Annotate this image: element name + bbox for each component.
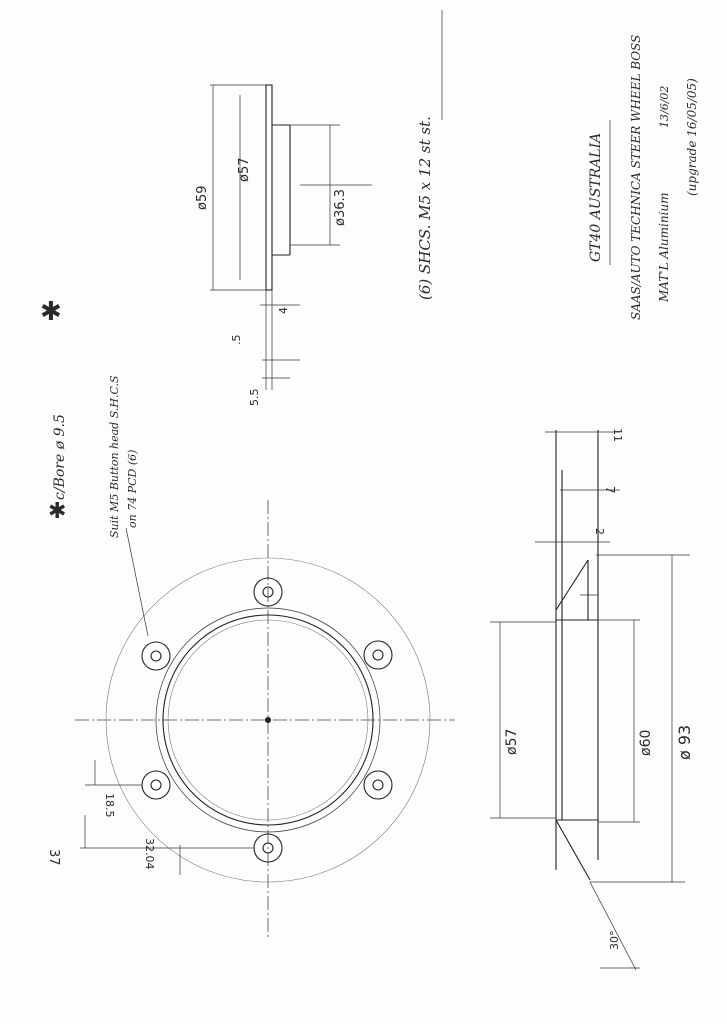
material-note: MAT'L Aluminium [657, 192, 671, 303]
title-line-2: SAAS/AUTO TECHNICA STEER WHEEL BOSS [629, 35, 643, 320]
outer-flange-circle [105, 557, 431, 883]
dim-d57: ø57 [237, 158, 252, 183]
bolt-hole [253, 577, 283, 607]
upgrade-note: (upgrade 16/05/05) [685, 78, 699, 196]
bore-circle-outer [155, 607, 381, 833]
star-marker: ✱ [48, 499, 66, 524]
callout-leader [125, 527, 149, 637]
bolt-hole [141, 770, 171, 800]
bore-circle-inner [162, 614, 374, 826]
dim-11: 11 [611, 428, 624, 442]
dim-32-04: 32.04 [143, 838, 156, 870]
dim-side-d93: ø 93 [675, 725, 694, 760]
dim-0-5: .5 [230, 335, 243, 346]
dim-18-5: 18.5 [103, 793, 116, 818]
screws-note: (6) SHCS. M5 x 12 st st. [416, 116, 434, 300]
side-section-view: 11 7 2 ø57 ø60 ø 93 30° [490, 428, 694, 971]
dim-7: 7 [603, 486, 617, 494]
dim-side-d57: ø57 [504, 729, 520, 755]
plate-section [265, 84, 273, 291]
suit-note-2: on 74 PCD (6) [126, 450, 139, 528]
dim-side-d60: ø60 [638, 730, 654, 756]
cbore-note: c/Bore ø 9.5 [52, 414, 68, 500]
title-line-1: GT40 AUSTRALIA [588, 133, 604, 262]
bore-circle-chamfer [167, 619, 369, 821]
date-note: 13/6/02 [658, 86, 671, 128]
chamfer-edge [555, 559, 589, 611]
chamfer-edge [555, 819, 591, 881]
title-block: GT40 AUSTRALIA SAAS/AUTO TECHNICA STEER … [588, 35, 699, 320]
dim-30-deg: 30° [608, 931, 621, 951]
dim-4: 4 [277, 307, 290, 314]
dim-d59: ø59 [195, 186, 210, 211]
bolt-hole [141, 641, 171, 671]
bolt-hole [363, 770, 393, 800]
dim-d36-3: ø36.3 [333, 189, 348, 226]
top-section-view: ø59 ø57 ø36.3 4 .5 5.5 (6) SHCS. M5 x 12… [195, 10, 443, 407]
bolt-hole [363, 640, 393, 670]
dim-37: 37 [46, 849, 61, 866]
star-marker: ✱ [40, 297, 62, 327]
dim-5-5: 5.5 [248, 389, 261, 407]
angle-leader [589, 881, 637, 971]
front-view: 18.5 32.04 37 ✱ ✱ c/Bore ø 9.5 Suit M5 B… [40, 297, 455, 940]
suit-note-1: Suit M5 Button head S.H.C.S [108, 375, 121, 538]
dim-2: 2 [593, 528, 606, 535]
center-mark [265, 717, 271, 723]
